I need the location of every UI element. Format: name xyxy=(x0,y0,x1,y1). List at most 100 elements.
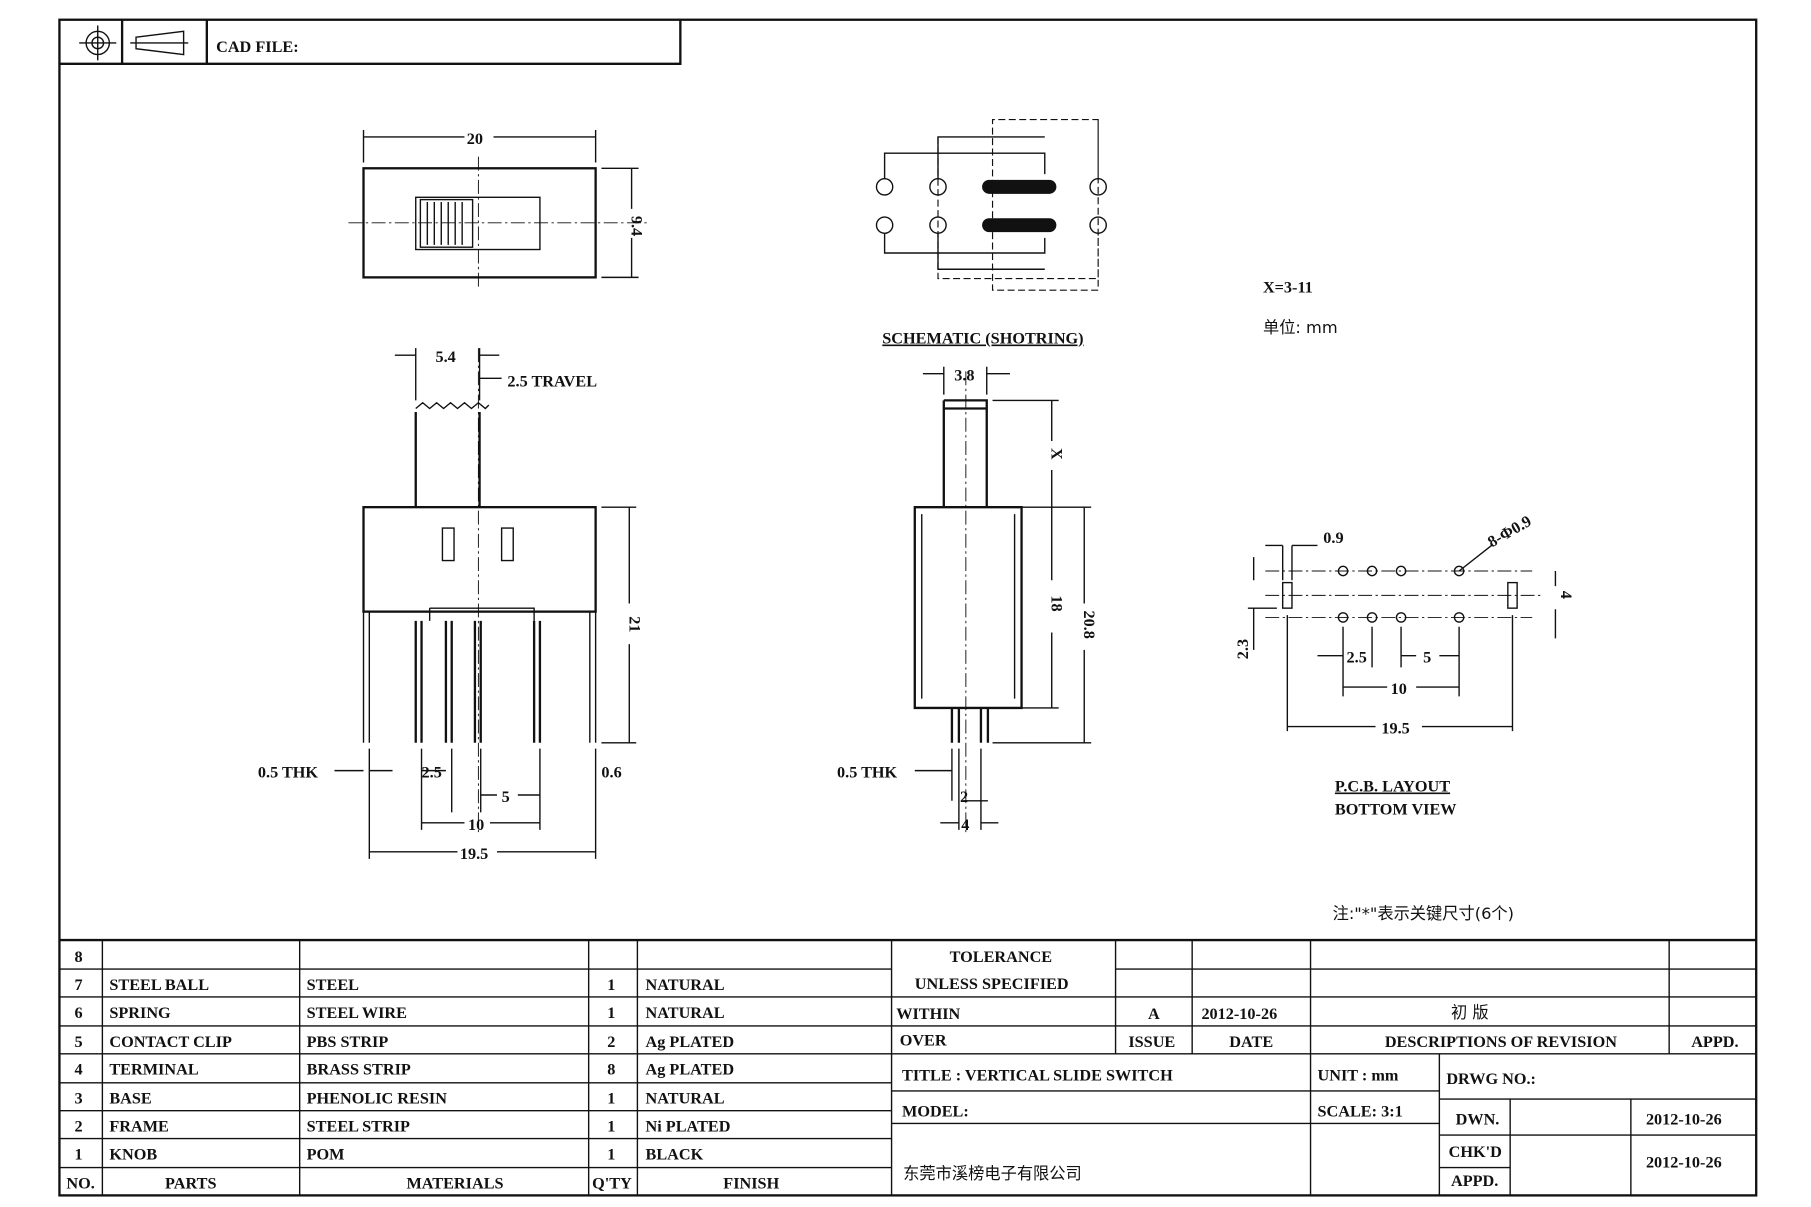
pin-width-dim: 0.6 xyxy=(601,764,621,782)
cell-text: 1 xyxy=(75,1145,83,1163)
cell-text: 1 xyxy=(607,1145,615,1163)
cell-text: TERMINAL xyxy=(109,1061,198,1079)
table-row: 8 xyxy=(75,948,83,966)
table-header: NO. PARTS MATERIALS Q'TY FINISH xyxy=(66,1174,779,1192)
dwn-label: DWN. xyxy=(1456,1111,1500,1129)
total-width-dim: 19.5 xyxy=(460,845,488,863)
cell-text: FINISH xyxy=(723,1174,779,1192)
top-view: 20 9.4 xyxy=(348,130,651,291)
appd-label: APPD. xyxy=(1451,1172,1498,1190)
cell-text: FRAME xyxy=(109,1118,169,1136)
cad-file-label: CAD FILE: xyxy=(216,38,299,56)
span-dim: 10 xyxy=(468,816,484,834)
pad-offset-dim: 2.3 xyxy=(1234,639,1252,659)
chk-date: 2012-10-26 xyxy=(1646,1154,1722,1172)
desc-label: DESCRIPTIONS OF REVISION xyxy=(1385,1033,1617,1051)
side-knob-dim: 3.8 xyxy=(954,367,974,385)
projection-symbol-icon xyxy=(79,25,189,61)
front-view: 5.4 2.5 TRAVEL 21 0.5 THK 2.5 0.6 5 10 1… xyxy=(258,348,643,863)
cell-text: 5 xyxy=(75,1033,83,1051)
pcb-subcaption: BOTTOM VIEW xyxy=(1335,801,1457,819)
revision-desc: 初 版 xyxy=(1451,1003,1489,1022)
cell-text: MATERIALS xyxy=(406,1174,503,1192)
model-label: MODEL: xyxy=(902,1102,969,1120)
cell-text: CONTACT CLIP xyxy=(109,1033,232,1051)
issue-date: 2012-10-26 xyxy=(1201,1005,1277,1023)
cell-text: BRASS STRIP xyxy=(307,1061,411,1079)
top-width-dim: 20 xyxy=(467,130,483,148)
side-thk-dim: 0.5 THK xyxy=(837,764,898,782)
d4-dim: 4 xyxy=(961,816,969,834)
cell-text: NATURAL xyxy=(646,1004,725,1022)
cell-text: BLACK xyxy=(646,1145,704,1163)
front-height-dim: 21 xyxy=(625,616,643,632)
travel-dim: 2.5 TRAVEL xyxy=(507,372,597,390)
cell-text: Q'TY xyxy=(592,1174,632,1192)
chkd-label: CHK'D xyxy=(1449,1143,1502,1161)
table-row: 4 TERMINAL BRASS STRIP 8 Ag PLATED xyxy=(75,1061,735,1079)
cell-text: 2 xyxy=(607,1033,615,1051)
cell-text: 2 xyxy=(75,1118,83,1136)
dwn-date: 2012-10-26 xyxy=(1646,1111,1722,1129)
span-195-dim: 19.5 xyxy=(1381,719,1409,737)
h18-dim: 18 xyxy=(1048,595,1066,611)
cell-text: 3 xyxy=(75,1090,83,1108)
cell-text: 1 xyxy=(607,1090,615,1108)
cell-text: NATURAL xyxy=(646,976,725,994)
cell-text: SPRING xyxy=(109,1004,171,1022)
span-10-dim: 10 xyxy=(1391,680,1407,698)
within-label: WITHIN xyxy=(896,1005,960,1023)
company-name: 东莞市溪榜电子有限公司 xyxy=(903,1164,1082,1183)
key-dimension-note: 注:"*"表示关键尺寸(6个) xyxy=(1333,904,1514,923)
pcb-caption: P.C.B. LAYOUT xyxy=(1335,778,1450,796)
cell-text: 4 xyxy=(75,1061,83,1079)
cell-text: 8 xyxy=(607,1061,615,1079)
tolerance-label: TOLERANCE xyxy=(950,948,1053,966)
row-spacing-dim: 4 xyxy=(1557,591,1575,599)
pad-width-dim: 0.9 xyxy=(1323,529,1343,547)
front-thk-dim: 0.5 THK xyxy=(258,764,319,782)
cell-text: PHENOLIC RESIN xyxy=(307,1090,448,1108)
issue-value: A xyxy=(1148,1005,1160,1023)
cell-text: KNOB xyxy=(109,1145,157,1163)
cell-text: PARTS xyxy=(165,1174,216,1192)
schematic-caption: SCHEMATIC (SHOTRING) xyxy=(882,330,1083,348)
cell-text: Ni PLATED xyxy=(646,1118,731,1136)
unit-label: UNIT : mm xyxy=(1318,1066,1399,1084)
top-height-dim: 9.4 xyxy=(628,216,646,236)
appd-header: APPD. xyxy=(1691,1033,1738,1051)
drwg-no-label: DRWG NO.: xyxy=(1446,1070,1536,1088)
side-view: 3.8 X 18 20.8 0.5 THK 2 4 xyxy=(837,367,1098,836)
pitch-25-dim: 2.5 xyxy=(1347,649,1367,667)
cell-text: Ag PLATED xyxy=(646,1033,735,1051)
hole-spec: 8-Φ0.9 xyxy=(1485,512,1535,551)
drawing-title: TITLE : VERTICAL SLIDE SWITCH xyxy=(902,1066,1173,1084)
header-box: CAD FILE: xyxy=(59,19,682,65)
title-block: TOLERANCE UNLESS SPECIFIED WITHIN OVER A… xyxy=(896,948,1738,1190)
scale-label: SCALE: 3:1 xyxy=(1318,1102,1403,1120)
d2-dim: 2 xyxy=(960,788,968,806)
cell-text: Ag PLATED xyxy=(646,1061,735,1079)
cell-text: STEEL xyxy=(307,976,360,994)
h208-dim: 20.8 xyxy=(1080,610,1098,638)
unless-label: UNLESS SPECIFIED xyxy=(915,975,1069,993)
cell-text: 8 xyxy=(75,948,83,966)
date-label: DATE xyxy=(1229,1033,1273,1051)
x-dim: X xyxy=(1048,448,1066,460)
title-block-grid xyxy=(59,938,1757,1196)
schematic: SCHEMATIC (SHOTRING) xyxy=(875,118,1107,348)
cell-text: STEEL WIRE xyxy=(307,1004,407,1022)
cell-text: BASE xyxy=(109,1090,151,1108)
cell-text: 1 xyxy=(607,1004,615,1022)
cell-text: NO. xyxy=(66,1174,94,1192)
cell-text: STEEL BALL xyxy=(109,976,209,994)
pcb-layout: 0.9 8-Φ0.9 4 2.3 2.5 5 10 19.5 P.C.B. LA… xyxy=(1234,512,1575,819)
